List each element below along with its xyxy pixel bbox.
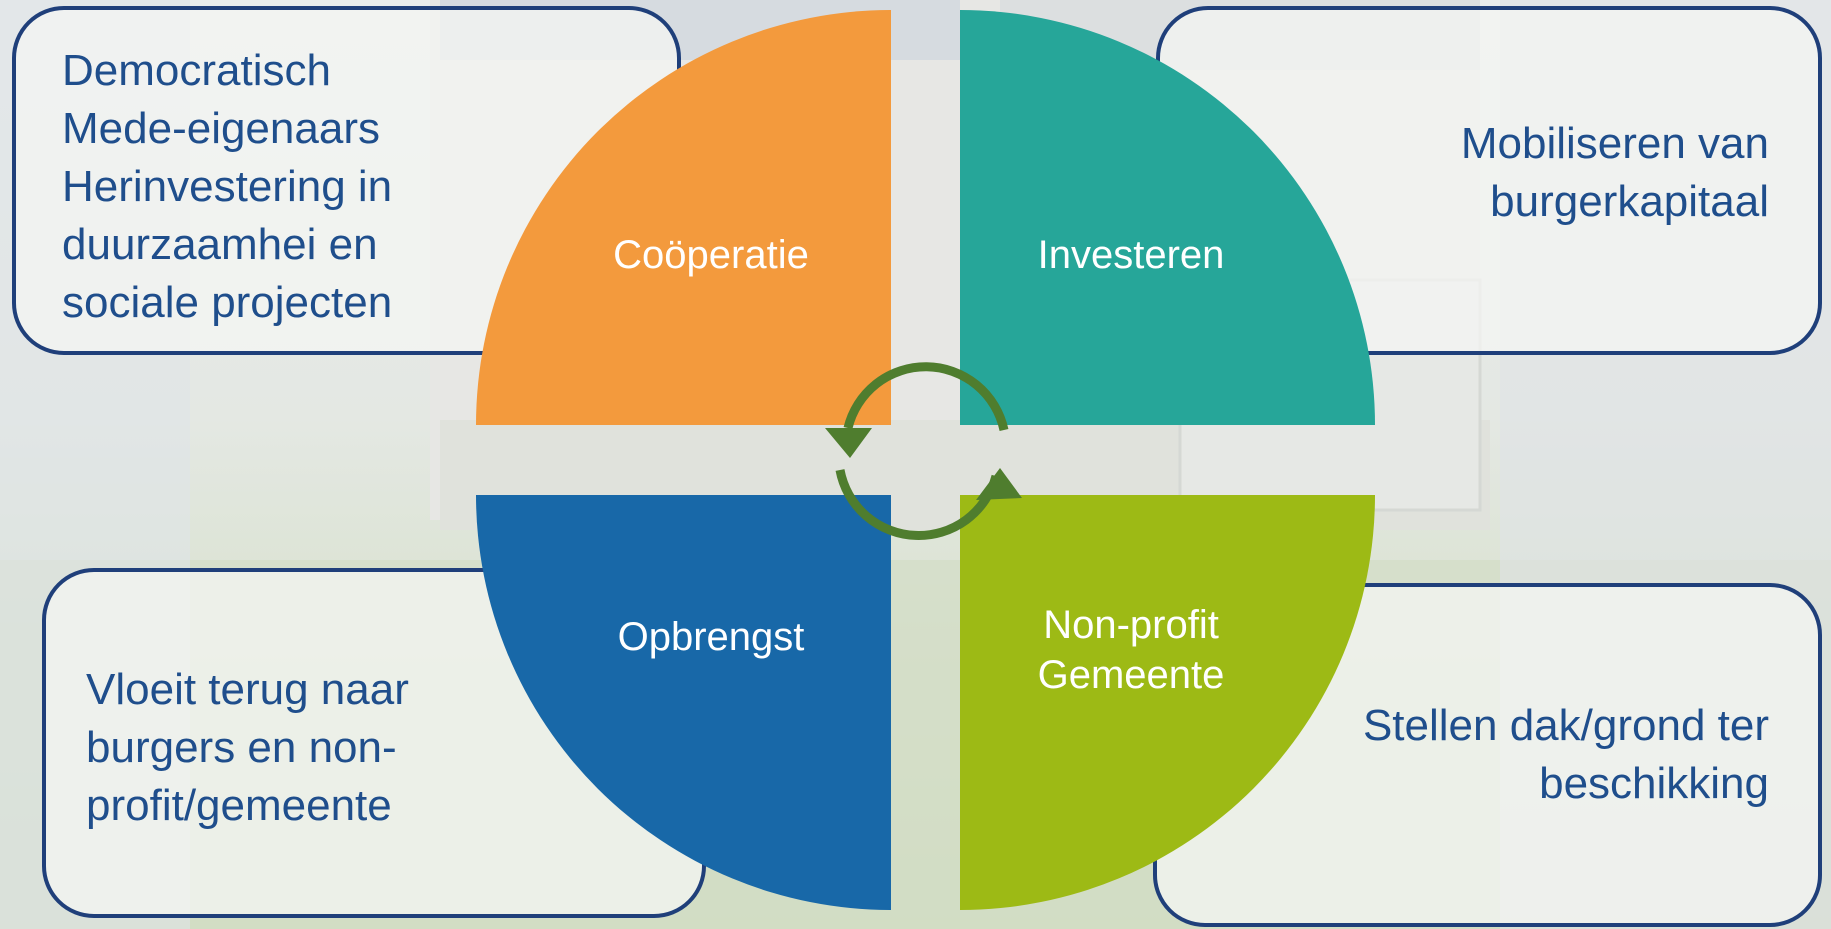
callout-text-top-right: Mobiliseren van burgerkapitaal bbox=[1460, 119, 1769, 226]
label-cooperatie: Coöperatie bbox=[613, 233, 809, 277]
quadrant-nonprofit bbox=[960, 495, 1375, 910]
callout-text-bottom-left: Vloeit terug naar burgers en non- profit… bbox=[86, 665, 409, 830]
label-investeren: Investeren bbox=[1037, 233, 1225, 277]
cycle-arrows-icon bbox=[835, 362, 1009, 540]
cycle-arrowhead-right bbox=[976, 468, 1022, 500]
cycle-arrowhead-left bbox=[825, 428, 872, 458]
quadrant-investeren bbox=[960, 10, 1375, 425]
label-nonprofit: Non-profit Gemeente bbox=[1037, 603, 1225, 697]
quadrant-cooperatie bbox=[476, 10, 891, 425]
callout-text-top-left: Democratisch Mede-eigenaars Herinvesteri… bbox=[62, 46, 393, 327]
callout-text-bottom-right: Stellen dak/grond ter beschikking bbox=[1362, 701, 1769, 808]
label-opbrengst: Opbrengst bbox=[617, 615, 805, 659]
quadrant-opbrengst bbox=[476, 495, 891, 910]
